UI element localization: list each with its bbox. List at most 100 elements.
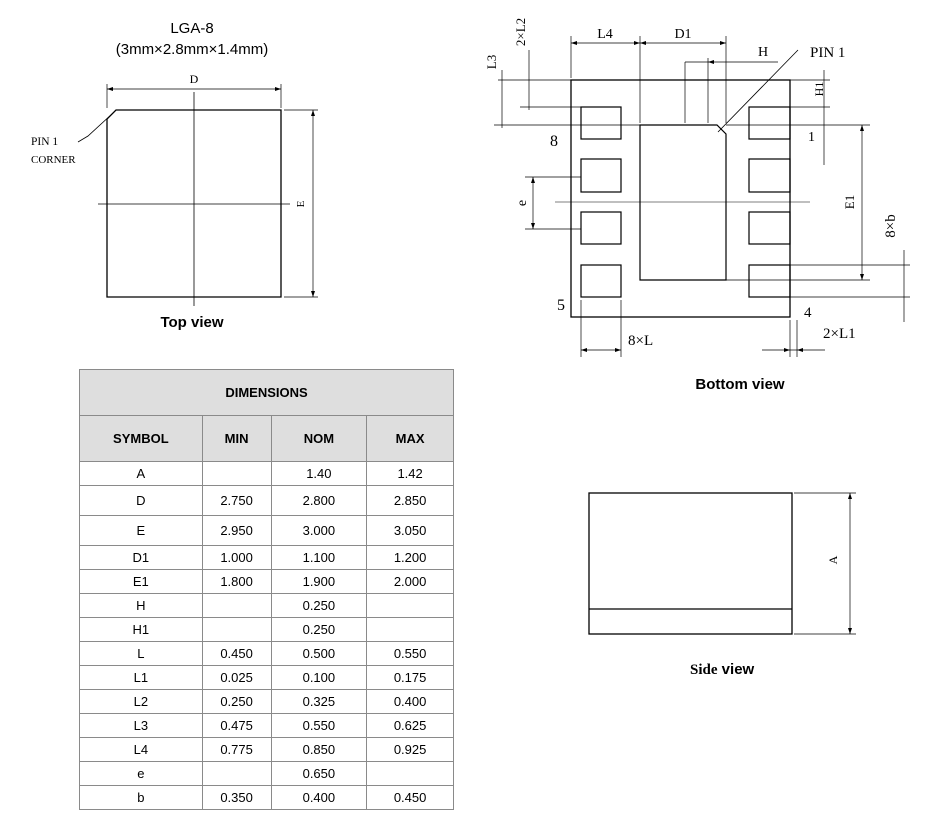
table-cell-symbol: L3 — [79, 713, 203, 738]
side-view-caption-part2: view — [717, 661, 755, 678]
table-title: DIMENSIONS — [79, 369, 454, 416]
table-cell-value: 2.750 — [201, 485, 272, 516]
label-l3: L3 — [484, 55, 499, 69]
pad-6 — [580, 211, 622, 245]
side-view-body — [588, 492, 793, 635]
table-cell-value: 0.250 — [270, 593, 368, 618]
pad-7 — [580, 158, 622, 193]
table-cell-value: 0.400 — [366, 689, 454, 714]
side-view-caption: Side view — [690, 661, 754, 679]
label-pin-4-number: 4 — [804, 305, 812, 321]
side-view-drawing: A — [588, 492, 856, 635]
label-2xl1: 2×L1 — [823, 326, 856, 342]
pad-1 — [748, 106, 791, 140]
table-cell-symbol: b — [79, 785, 203, 810]
top-view-label-d: D — [190, 72, 199, 86]
table-header-symbol: SYMBOL — [79, 415, 203, 462]
side-view-caption-part1: Side — [690, 662, 718, 678]
table-cell-value: 1.40 — [270, 461, 368, 486]
table-cell-value: 0.500 — [270, 641, 368, 666]
table-cell-symbol: E1 — [79, 569, 203, 594]
table-cell-value — [366, 593, 454, 618]
package-title: LGA-8 (3mm×2.8mm×1.4mm) — [92, 18, 292, 60]
table-row: H 0.250 — [79, 593, 454, 618]
label-pin-1-number: 1 — [808, 130, 815, 145]
table-row: e 0.650 — [79, 761, 454, 786]
table-cell-symbol: A — [79, 461, 203, 486]
label-pin1: PIN 1 — [810, 45, 845, 61]
label-h: H — [758, 45, 768, 60]
table-cell-value: 0.400 — [270, 785, 368, 810]
table-cell-value: 0.325 — [270, 689, 368, 714]
table-cell-symbol: D — [79, 485, 203, 516]
top-view-caption: Top view — [160, 314, 224, 331]
table-cell-symbol: E — [79, 515, 203, 546]
package-size: (3mm×2.8mm×1.4mm) — [115, 41, 269, 58]
bottom-view-drawing: L4 D1 H PIN 1 L3 2×L2 H1 1 8 e E1 8×b 5 … — [484, 18, 910, 357]
top-view-label-e: E — [295, 200, 307, 207]
table-cell-symbol: H — [79, 593, 203, 618]
table-cell-symbol: L2 — [79, 689, 203, 714]
pad-8 — [580, 106, 622, 140]
label-d1: D1 — [674, 27, 691, 42]
table-cell-symbol: L4 — [79, 737, 203, 762]
package-name: LGA-8 — [170, 20, 214, 37]
table-cell-value: 0.625 — [366, 713, 454, 738]
table-cell-value — [366, 761, 454, 786]
table-cell-value: 1.42 — [366, 461, 454, 486]
table-cell-symbol: L — [79, 641, 203, 666]
bottom-view-caption: Bottom view — [695, 376, 785, 393]
table-cell-value — [366, 617, 454, 642]
table-cell-value: 1.900 — [270, 569, 368, 594]
table-cell-value: 0.850 — [270, 737, 368, 762]
label-8xl: 8×L — [628, 333, 653, 349]
label-e1: E1 — [842, 195, 857, 209]
table-header-max: MAX — [366, 415, 454, 462]
table-cell-value: 0.550 — [270, 713, 368, 738]
table-cell-value: 0.550 — [366, 641, 454, 666]
table-cell-value — [201, 761, 272, 786]
table-header-min: MIN — [201, 415, 272, 462]
pin1-corner-leader — [77, 113, 113, 143]
table-cell-value: 0.650 — [270, 761, 368, 786]
table-cell-value — [201, 461, 272, 486]
table-cell-value: 2.800 — [270, 485, 368, 516]
table-cell-value: 1.800 — [201, 569, 272, 594]
table-cell-value: 3.050 — [366, 515, 454, 546]
label-2xl2: 2×L2 — [513, 18, 528, 46]
pin1-corner-label-line2: CORNER — [31, 154, 76, 166]
label-pin-8-number: 8 — [550, 133, 558, 150]
table-cell-value: 0.175 — [366, 665, 454, 690]
table-cell-value: 1.000 — [201, 545, 272, 570]
label-h1: H1 — [812, 82, 826, 97]
table-cell-symbol: e — [79, 761, 203, 786]
table-cell-value: 0.250 — [270, 617, 368, 642]
bottom-view-outline — [570, 79, 791, 318]
label-a: A — [826, 555, 840, 564]
table-cell-value — [201, 617, 272, 642]
table-cell-value: 0.100 — [270, 665, 368, 690]
exposed-pad — [639, 124, 727, 281]
table-cell-symbol: D1 — [79, 545, 203, 570]
pad-5 — [580, 264, 622, 298]
table-cell-value: 0.250 — [201, 689, 272, 714]
table-cell-value: 0.025 — [201, 665, 272, 690]
table-header-nom: NOM — [270, 415, 368, 462]
table-cell-value — [201, 593, 272, 618]
pin1-corner-label-line1: PIN 1 — [31, 136, 58, 148]
table-cell-value: 3.000 — [270, 515, 368, 546]
label-l4: L4 — [597, 27, 613, 42]
top-view-drawing: D E PIN 1 CORNER — [31, 72, 318, 306]
